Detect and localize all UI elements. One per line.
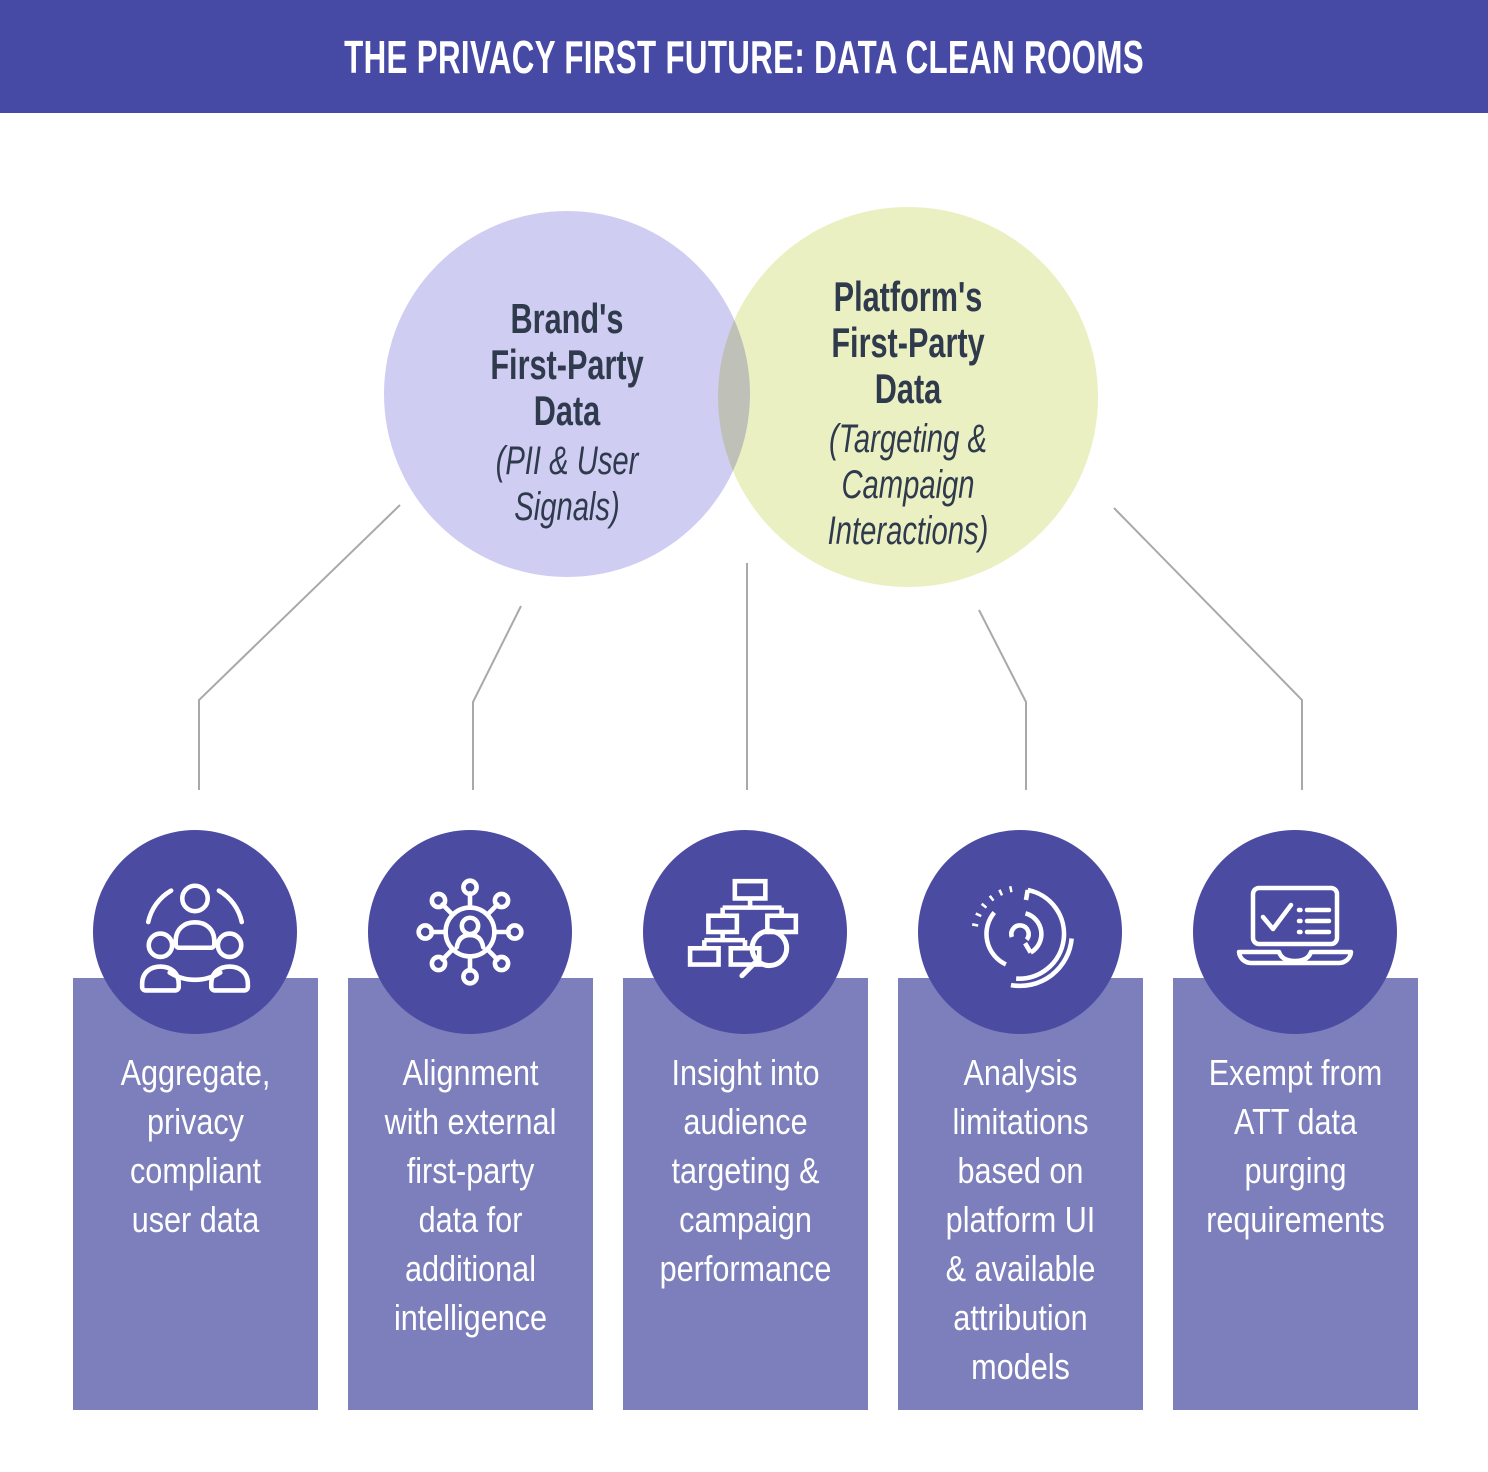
badge-network-hub (368, 830, 572, 1034)
connector-line-4 (978, 609, 1027, 790)
column-external-alignment: Alignment with external first-party data… (348, 830, 593, 1410)
column-analysis-limitations: Analysis limitations based on platform U… (898, 830, 1143, 1410)
connector-line-5 (1113, 507, 1303, 790)
users-community-icon (139, 883, 251, 993)
venn-platform-subtitle: (Targeting & Campaign Interactions) (827, 417, 989, 553)
connector-line-1 (198, 504, 401, 790)
column-audience-insight: Insight into audience targeting & campai… (623, 830, 868, 1410)
badge-radial-analysis (918, 830, 1122, 1034)
badge-org-chart-search (643, 830, 847, 1034)
header-banner: THE PRIVACY FIRST FUTURE: DATA CLEAN ROO… (0, 0, 1488, 113)
column-aggregate-data: Aggregate, privacy compliant user data (73, 830, 318, 1410)
laptop-checklist-icon (1236, 885, 1354, 966)
column-att-exemption: Exempt from ATT data purging requirement… (1173, 830, 1418, 1410)
panel-aggregate-data: Aggregate, privacy compliant user data (73, 978, 318, 1410)
badge-laptop-checklist (1193, 830, 1397, 1034)
venn-brand-title: Brand's First-Party Data (490, 295, 644, 434)
badge-users-community (93, 830, 297, 1034)
venn-circle-brand (384, 211, 750, 577)
venn-platform-title: Platform's First-Party Data (831, 273, 985, 412)
radial-analysis-icon (971, 885, 1074, 989)
panel-text: Alignment with external first-party data… (384, 1052, 557, 1338)
panel-text: Analysis limitations based on platform U… (945, 1052, 1096, 1387)
page-title: THE PRIVACY FIRST FUTURE: DATA CLEAN ROO… (344, 30, 1144, 83)
venn-label-brand: Brand's First-Party Data (PII & User Sig… (384, 296, 750, 530)
panel-audience-insight: Insight into audience targeting & campai… (623, 978, 868, 1410)
panel-external-alignment: Alignment with external first-party data… (348, 978, 593, 1410)
org-chart-search-icon (687, 878, 799, 979)
panel-text: Exempt from ATT data purging requirement… (1206, 1052, 1385, 1240)
connector-line-2 (472, 605, 522, 790)
panel-att-exemption: Exempt from ATT data purging requirement… (1173, 978, 1418, 1410)
network-hub-icon (416, 878, 524, 986)
venn-circle-platform (718, 207, 1098, 587)
venn-brand-subtitle: (PII & User Signals) (495, 439, 639, 529)
panel-text: Aggregate, privacy compliant user data (120, 1052, 271, 1240)
panel-analysis-limitations: Analysis limitations based on platform U… (898, 978, 1143, 1410)
panel-text: Insight into audience targeting & campai… (659, 1052, 832, 1289)
venn-label-platform: Platform's First-Party Data (Targeting &… (718, 274, 1098, 554)
